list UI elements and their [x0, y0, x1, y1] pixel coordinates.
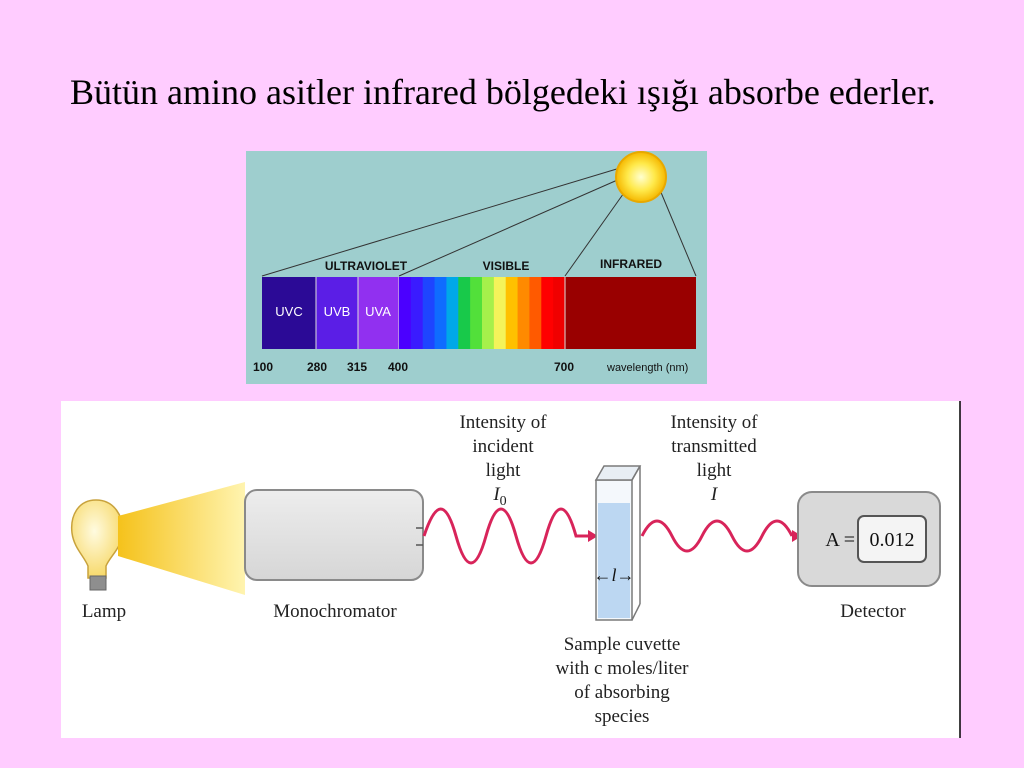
visible-stripe [505, 277, 519, 349]
tick-label-400: 400 [388, 360, 408, 374]
incident-line-2: incident [472, 436, 534, 457]
visible-stripe [482, 277, 495, 349]
uva-band [358, 277, 399, 349]
infrared-band [565, 277, 696, 349]
visible-stripe [470, 277, 483, 349]
infrared-label: INFRARED [600, 257, 662, 271]
visible-stripe [410, 277, 424, 349]
wavelength-unit-label: wavelength (nm) [606, 362, 688, 374]
monochromator-box [244, 489, 424, 581]
light-beam [118, 482, 245, 595]
transmitted-symbol: I [710, 484, 719, 505]
ultraviolet-label: ULTRAVIOLET [325, 259, 408, 273]
sample-line-3: of absorbing [574, 682, 670, 703]
visible-band [399, 277, 566, 349]
apparatus-panel: ←l→ A = 0.012 Lamp Monochromator Detecto… [61, 401, 961, 738]
sample-line-4: species [595, 706, 650, 727]
spectrum-panel: ULTRAVIOLET VISIBLE INFRARED UVC UVB UVA… [246, 151, 707, 384]
visible-label: VISIBLE [483, 259, 530, 273]
sun-icon [615, 151, 667, 203]
sample-cuvette [594, 465, 642, 621]
transmitted-light-wave [640, 519, 794, 553]
visible-stripe [529, 277, 542, 349]
sample-line-1: Sample cuvette [564, 634, 681, 655]
tick-label-315: 315 [347, 360, 367, 374]
tick-label-700: 700 [554, 360, 574, 374]
sun-rays [261, 167, 697, 277]
tick-label-100: 100 [253, 360, 273, 374]
absorbance-display [857, 515, 927, 563]
visible-stripe [458, 277, 471, 349]
visible-stripe [517, 277, 531, 349]
uva-label: UVA [365, 304, 391, 319]
visible-stripe [493, 277, 507, 349]
absorbance-label: A = [825, 529, 855, 551]
uvc-band [262, 277, 316, 349]
visible-stripe [446, 277, 459, 349]
visible-stripe [434, 277, 448, 349]
tick-label-280: 280 [307, 360, 327, 374]
transmitted-line-2: transmitted [671, 436, 757, 457]
path-length-label: ←l→ [593, 565, 634, 585]
visible-stripe [541, 277, 554, 349]
detector-label: Detector [840, 601, 906, 622]
incident-line-1: Intensity of [459, 412, 547, 433]
lamp-label: Lamp [82, 601, 126, 622]
visible-stripe [422, 277, 436, 349]
slide-title: Bütün amino asitler infrared bölgedeki ı… [70, 72, 936, 112]
sample-line-2: with c moles/liter [556, 658, 690, 679]
incident-light-wave [422, 507, 590, 565]
uvb-label: UVB [324, 304, 351, 319]
visible-stripe [553, 277, 566, 349]
incident-line-3: light [486, 460, 522, 481]
monochromator-label: Monochromator [273, 601, 397, 622]
transmitted-line-1: Intensity of [670, 412, 758, 433]
uvc-label: UVC [275, 304, 302, 319]
uvb-band [316, 277, 358, 349]
visible-stripe [399, 277, 412, 349]
transmitted-line-3: light [697, 460, 733, 481]
absorbance-value: 0.012 [870, 529, 915, 551]
incident-symbol: I0 [492, 484, 506, 509]
